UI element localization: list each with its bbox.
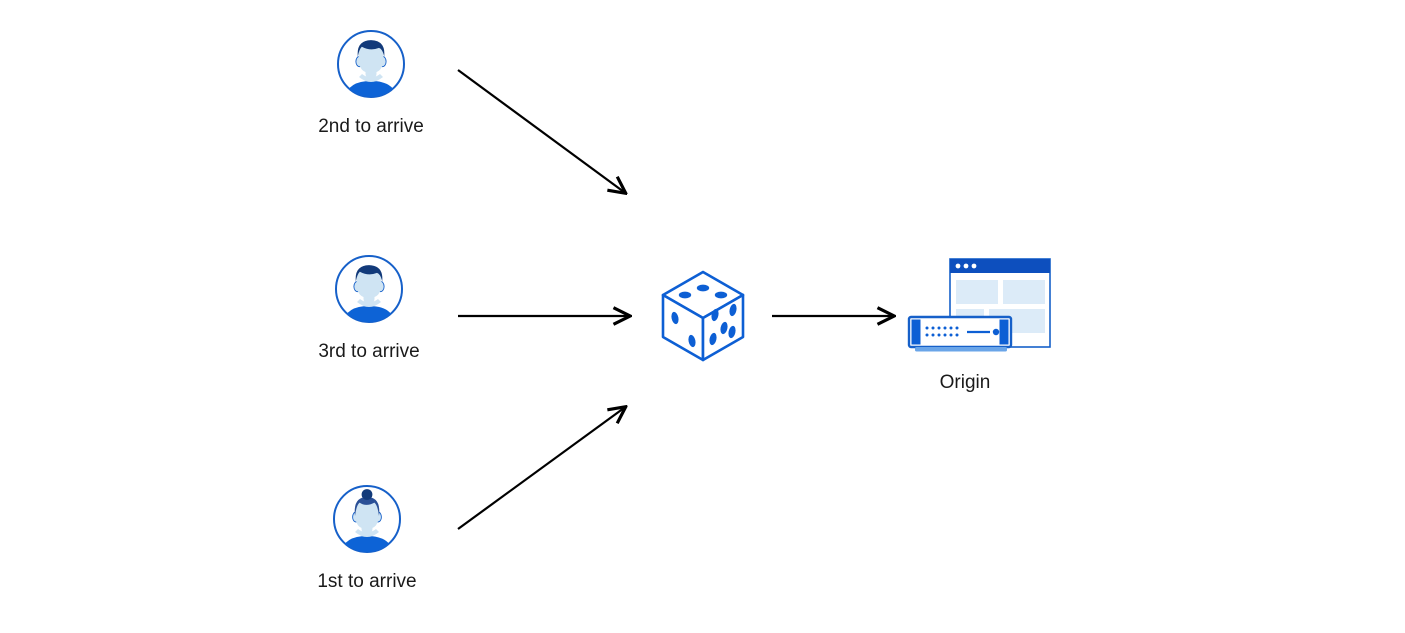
dice-icon: [655, 266, 751, 366]
node-randomizer: [655, 266, 751, 362]
arrow-1st-to-dice: [457, 408, 624, 530]
node-origin: Origin: [875, 255, 1055, 392]
node-label-origin: Origin: [939, 372, 991, 393]
user-avatar-icon: [331, 483, 403, 555]
node-label-user-2nd: 2nd to arrive: [318, 116, 424, 137]
server-appliance-icon: [907, 315, 1013, 352]
user-avatar-icon: [333, 253, 405, 325]
arrow-2nd-to-dice: [457, 69, 624, 192]
node-label-user-1st: 1st to arrive: [317, 571, 417, 592]
server-browser-icon: [895, 255, 1051, 365]
node-user-1st: 1st to arrive: [297, 483, 437, 591]
node-user-3rd: 3rd to arrive: [299, 253, 439, 361]
user-avatar-icon: [335, 28, 407, 100]
node-user-2nd: 2nd to arrive: [301, 28, 441, 136]
node-label-user-3rd: 3rd to arrive: [318, 341, 420, 362]
